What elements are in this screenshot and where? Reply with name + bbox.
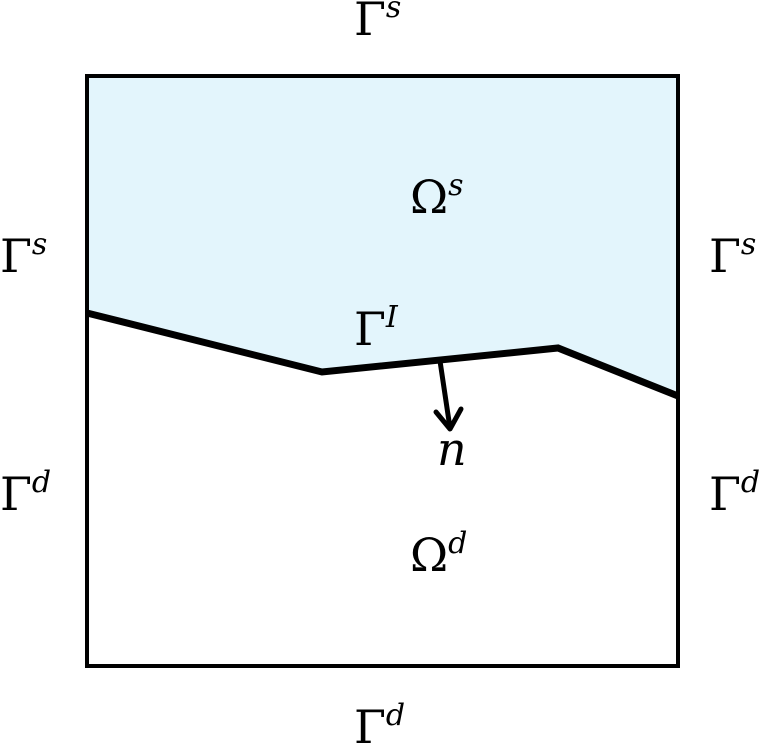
label-gamma-s-right: Γs <box>709 227 756 283</box>
stokes-region-omega-s <box>87 76 678 396</box>
label-gamma-s-top: Γs <box>354 0 401 46</box>
domain-boundary-box <box>85 74 680 668</box>
normal-vector-arrow <box>433 358 464 432</box>
label-omega-d: Ωd <box>410 526 467 582</box>
label-gamma-d-left: Γd <box>0 465 51 521</box>
label-omega-s: Ωs <box>410 168 464 224</box>
label-gamma-d-right: Γd <box>709 465 760 521</box>
label-normal-n: n <box>437 422 467 476</box>
label-gamma-s-left: Γs <box>0 227 47 283</box>
label-gamma-interface: ΓI <box>354 300 399 356</box>
label-gamma-d-bottom: Γd <box>354 698 405 749</box>
